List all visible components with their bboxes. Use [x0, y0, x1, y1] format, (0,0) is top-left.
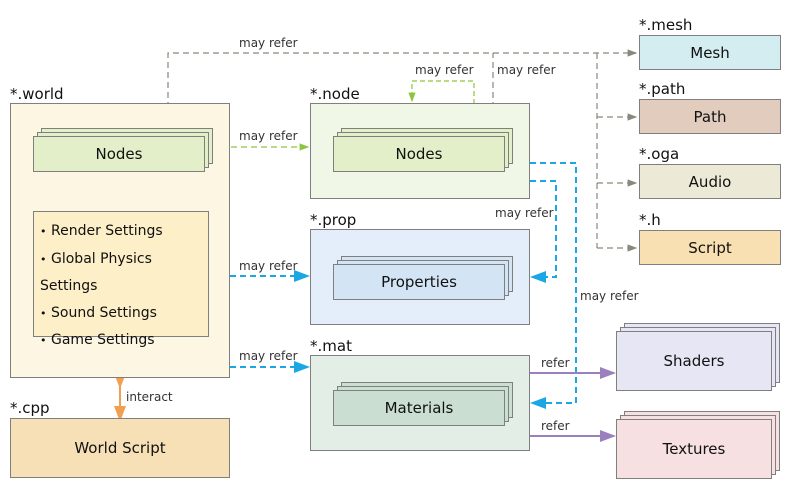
edge-label-world-to-prop: may refer — [239, 259, 298, 273]
edge-node-to-mat — [530, 162, 577, 409]
settings-item: Game Settings — [34, 327, 208, 355]
path-file-label: *.path — [639, 80, 686, 98]
settings-item: Render Settings — [34, 218, 208, 246]
world-settings-box: Render Settings Global Physics Settings … — [33, 211, 209, 348]
edge-label-mat-to-textures: refer — [541, 419, 570, 433]
mesh-label: Mesh — [690, 43, 730, 62]
mat-file-label: *.mat — [310, 337, 352, 355]
audio-label: Audio — [688, 172, 732, 191]
world-settings-list: Render Settings Global Physics Settings … — [34, 218, 208, 355]
audio-box[interactable]: Audio — [639, 164, 781, 199]
shaders-box[interactable]: Shaders — [616, 331, 772, 391]
world-container: Nodes Render Settings Global Physics Set… — [10, 103, 230, 378]
edge-label-world-to-mat: may refer — [239, 349, 298, 363]
materials-label: Materials — [384, 399, 454, 417]
path-box[interactable]: Path — [639, 99, 781, 134]
textures-label: Textures — [662, 440, 726, 458]
edge-label-mat-to-shaders: refer — [541, 356, 570, 370]
world-script-file-label: *.cpp — [10, 399, 50, 417]
properties-label: Properties — [381, 273, 457, 291]
world-nodes-label: Nodes — [95, 145, 143, 163]
world-script-label: World Script — [74, 439, 166, 457]
world-nodes-box[interactable]: Nodes — [33, 136, 205, 172]
node-container: Nodes — [310, 103, 530, 199]
edge-label-node-to-mat: may refer — [580, 289, 639, 303]
edge-label-node-to-prop: may refer — [495, 206, 554, 220]
edge-label-node-to-resources: may refer — [497, 63, 556, 77]
mat-container: Materials — [310, 355, 530, 451]
edge-label-top-may-refer: may refer — [239, 36, 298, 50]
properties-box[interactable]: Properties — [333, 264, 505, 300]
textures-box[interactable]: Textures — [616, 419, 772, 479]
shaders-label: Shaders — [663, 352, 725, 370]
settings-item: Global Physics Settings — [34, 246, 208, 300]
prop-file-label: *.prop — [310, 211, 357, 229]
audio-file-label: *.oga — [639, 145, 680, 163]
edge-label-interact: interact — [126, 390, 173, 404]
edge-label-node-self: may refer — [415, 63, 474, 77]
node-nodes-box[interactable]: Nodes — [333, 136, 505, 172]
world-script-box[interactable]: World Script — [10, 418, 230, 478]
edge-node-to-prop — [530, 180, 557, 283]
path-label: Path — [693, 107, 727, 126]
node-file-label: *.node — [310, 85, 360, 103]
settings-item: Sound Settings — [34, 300, 208, 328]
materials-box[interactable]: Materials — [333, 390, 505, 426]
script-label: Script — [688, 238, 732, 257]
mesh-box[interactable]: Mesh — [639, 35, 781, 70]
script-box[interactable]: Script — [639, 230, 781, 265]
edge-label-world-to-node: may refer — [239, 129, 298, 143]
mesh-file-label: *.mesh — [639, 16, 693, 34]
world-file-label: *.world — [10, 85, 64, 103]
script-file-label: *.h — [639, 211, 661, 229]
prop-container: Properties — [310, 229, 530, 325]
node-nodes-label: Nodes — [395, 145, 443, 163]
